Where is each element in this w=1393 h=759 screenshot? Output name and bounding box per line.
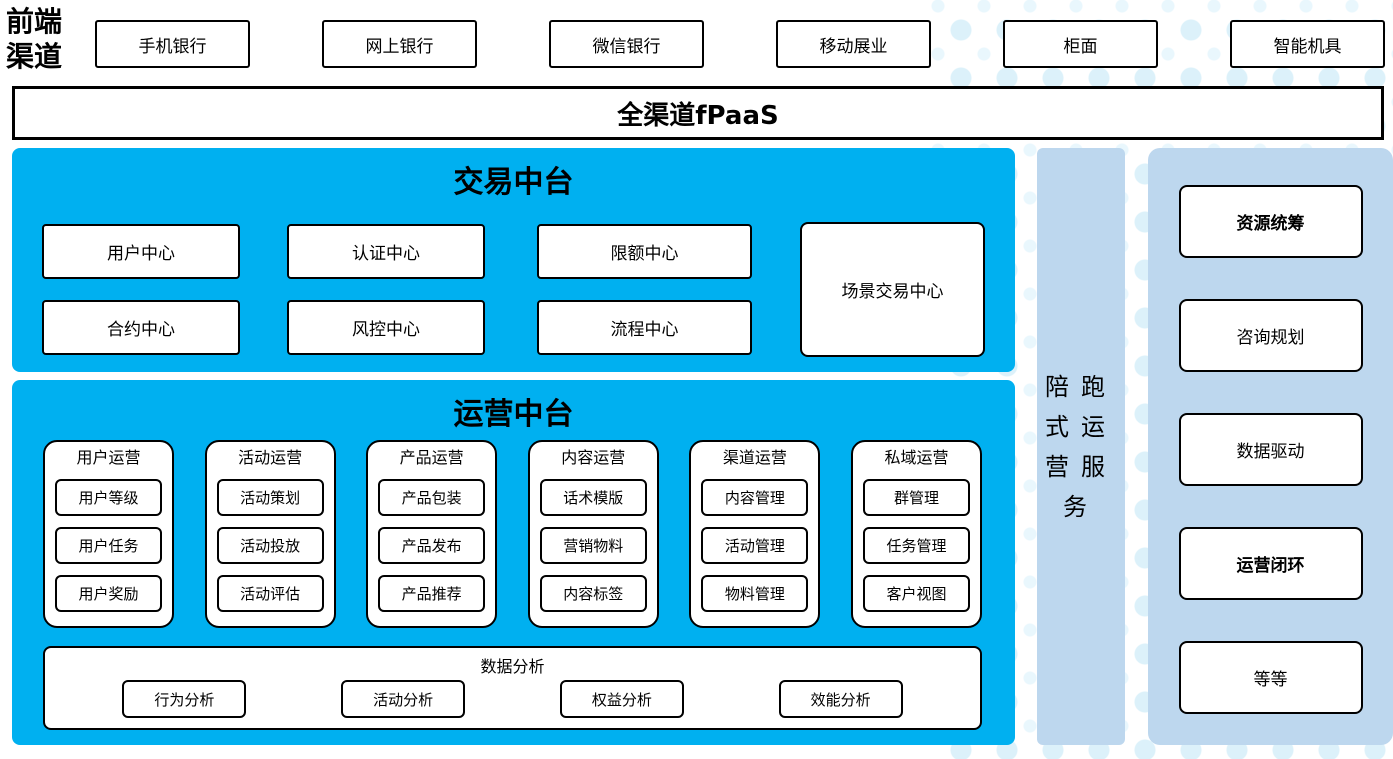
group-item: 营销物料 (539, 527, 647, 564)
panel-box-resource-coordination: 资源统筹 (1178, 185, 1363, 258)
trade-platform-title: 交易中台 (453, 165, 574, 200)
analysis-box-benefit: 权益分析 (559, 680, 684, 718)
center-box-process: 流程中心 (537, 300, 752, 355)
group-title: 产品运营 (399, 448, 464, 467)
center-box-auth: 认证中心 (287, 224, 485, 279)
group-item: 活动策划 (216, 479, 324, 516)
group-content-operations: 内容运营 话术模版 营销物料 内容标签 (527, 440, 659, 628)
analysis-box-activity: 活动分析 (341, 680, 466, 718)
group-product-operations: 产品运营 产品包装 产品发布 产品推荐 (366, 440, 498, 628)
group-item: 活动评估 (216, 575, 324, 612)
channel-box-online-banking: 网上银行 (322, 20, 477, 68)
group-user-operations: 用户运营 用户等级 用户任务 用户奖励 (43, 440, 174, 628)
center-box-user: 用户中心 (42, 224, 240, 279)
channel-box-mobile-business: 移动展业 (776, 20, 931, 68)
channel-box-mobile-banking: 手机银行 (95, 20, 250, 68)
group-title: 活动运营 (238, 448, 303, 467)
group-item: 任务管理 (862, 527, 970, 564)
group-item: 群管理 (862, 479, 970, 516)
group-item: 内容管理 (701, 479, 809, 516)
front-channels-label: 前端渠道 (6, 5, 63, 73)
runner-service-bar: 陪跑式运营服务 (1037, 148, 1125, 745)
trade-platform-block: 交易中台 用户中心 认证中心 限额中心 合约中心 风控中心 流程中心 场景交易中… (12, 148, 1015, 372)
analysis-box-behavior: 行为分析 (122, 680, 247, 718)
group-item: 用户奖励 (55, 575, 162, 612)
operations-groups-row: 用户运营 用户等级 用户任务 用户奖励 活动运营 活动策划 活动投放 活动评估 … (43, 440, 982, 628)
group-private-domain-operations: 私域运营 群管理 任务管理 客户视图 (850, 440, 982, 628)
panel-box-operations-loop: 运营闭环 (1178, 527, 1363, 600)
front-channels-row: 手机银行 网上银行 微信银行 移动展业 柜面 智能机具 (95, 20, 1385, 68)
group-item: 物料管理 (701, 575, 809, 612)
channel-box-smart-machines: 智能机具 (1230, 20, 1385, 68)
right-service-panel: 资源统筹 咨询规划 数据驱动 运营闭环 等等 (1148, 148, 1393, 745)
group-item: 内容标签 (539, 575, 647, 612)
group-title: 内容运营 (561, 448, 626, 467)
group-item: 用户等级 (55, 479, 162, 516)
group-title: 私域运营 (884, 448, 949, 467)
group-item: 活动投放 (216, 527, 324, 564)
group-item: 用户任务 (55, 527, 162, 564)
channel-box-wechat-banking: 微信银行 (549, 20, 704, 68)
center-box-contract: 合约中心 (42, 300, 240, 355)
data-analysis-strip: 数据分析 行为分析 活动分析 权益分析 效能分析 (43, 646, 982, 730)
group-item: 产品包装 (378, 479, 486, 516)
data-analysis-row: 行为分析 活动分析 权益分析 效能分析 (75, 680, 950, 718)
center-box-risk: 风控中心 (287, 300, 485, 355)
center-box-scenario-trade: 场景交易中心 (800, 222, 985, 357)
group-item: 活动管理 (701, 527, 809, 564)
panel-box-etc: 等等 (1178, 641, 1363, 714)
group-title: 渠道运营 (722, 448, 787, 467)
fpaas-bar: 全渠道fPaaS (12, 86, 1384, 140)
group-channel-operations: 渠道运营 内容管理 活动管理 物料管理 (689, 440, 821, 628)
group-item: 产品发布 (378, 527, 486, 564)
group-activity-operations: 活动运营 活动策划 活动投放 活动评估 (204, 440, 336, 628)
group-item: 话术模版 (539, 479, 647, 516)
group-title: 用户运营 (76, 448, 141, 467)
channel-box-counter: 柜面 (1003, 20, 1158, 68)
panel-box-consulting-planning: 咨询规划 (1178, 299, 1363, 372)
operations-platform-block: 运营中台 用户运营 用户等级 用户任务 用户奖励 活动运营 活动策划 活动投放 … (12, 380, 1015, 745)
runner-service-label: 陪跑式运营服务 (1045, 372, 1117, 521)
panel-box-data-driven: 数据驱动 (1178, 413, 1363, 486)
center-box-limit: 限额中心 (537, 224, 752, 279)
data-analysis-title: 数据分析 (480, 657, 545, 676)
analysis-box-efficiency: 效能分析 (778, 680, 903, 718)
group-item: 产品推荐 (378, 575, 486, 612)
group-item: 客户视图 (862, 575, 970, 612)
operations-platform-title: 运营中台 (453, 397, 574, 432)
